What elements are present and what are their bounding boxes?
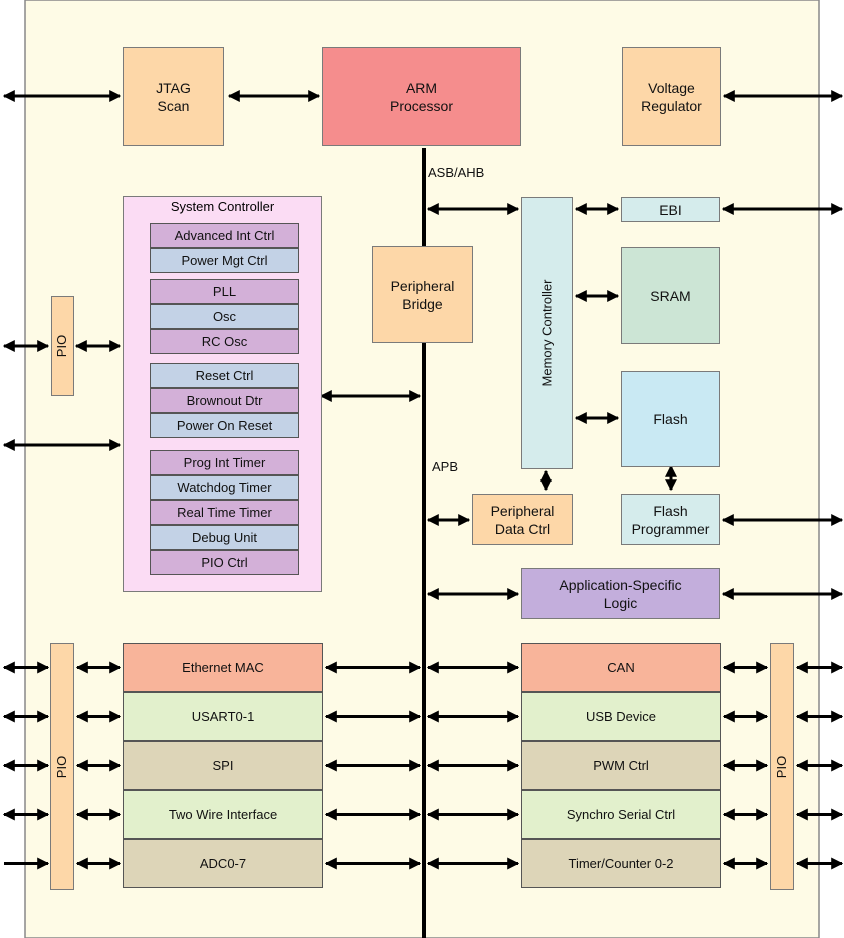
jtag-scan-block: JTAG Scan: [123, 47, 224, 146]
sram-block: SRAM: [621, 247, 720, 344]
system-controller-item: RC Osc: [150, 329, 299, 354]
system-controller-item: Prog Int Timer: [150, 450, 299, 475]
system-controller-item: Power On Reset: [150, 413, 299, 438]
system-controller-item: Watchdog Timer: [150, 475, 299, 500]
left-peripheral-row: ADC0-7: [123, 839, 323, 888]
pio-right-label: PIO: [774, 755, 789, 778]
peripheral-bridge-block: Peripheral Bridge: [372, 246, 473, 343]
system-controller-item: Debug Unit: [150, 525, 299, 550]
arm-processor-block: ARM Processor: [322, 47, 521, 146]
application-specific-logic-block: Application-Specific Logic: [521, 568, 720, 619]
system-controller-item: Advanced Int Ctrl: [150, 223, 299, 248]
right-peripheral-row: CAN: [521, 643, 721, 692]
right-peripheral-row: Timer/Counter 0-2: [521, 839, 721, 888]
right-peripheral-row: PWM Ctrl: [521, 741, 721, 790]
right-peripheral-row: USB Device: [521, 692, 721, 741]
pio-right: PIO: [770, 643, 794, 890]
system-controller-title: System Controller: [170, 199, 275, 214]
system-controller-item: Real Time Timer: [150, 500, 299, 525]
system-controller-item: Osc: [150, 304, 299, 329]
flash-block: Flash: [621, 371, 720, 467]
pio-left-small: PIO: [51, 296, 74, 396]
peripheral-data-ctrl-block: Peripheral Data Ctrl: [472, 494, 573, 545]
right-peripheral-row: Synchro Serial Ctrl: [521, 790, 721, 839]
bus-apb-label: APB: [432, 459, 459, 474]
pio-left: PIO: [50, 643, 74, 890]
pio-left-small-label: PIO: [54, 334, 70, 358]
left-peripheral-row: SPI: [123, 741, 323, 790]
bus-asb-ahb-label: ASB/AHB: [428, 165, 485, 180]
left-peripheral-row: Two Wire Interface: [123, 790, 323, 839]
voltage-regulator-block: Voltage Regulator: [622, 47, 721, 146]
system-controller-item: Brownout Dtr: [150, 388, 299, 413]
system-controller-item: PLL: [150, 279, 299, 304]
system-controller-item: Power Mgt Ctrl: [150, 248, 299, 273]
memory-controller-block: Memory Controller: [521, 197, 573, 469]
flash-programmer-block: Flash Programmer: [621, 494, 720, 545]
left-peripheral-row: USART0-1: [123, 692, 323, 741]
system-controller-item: PIO Ctrl: [150, 550, 299, 575]
memory-controller-label: Memory Controller: [539, 279, 555, 387]
left-peripheral-row: Ethernet MAC: [123, 643, 323, 692]
ebi-block: EBI: [621, 197, 720, 222]
pio-left-label: PIO: [54, 755, 69, 778]
system-controller-item: Reset Ctrl: [150, 363, 299, 388]
